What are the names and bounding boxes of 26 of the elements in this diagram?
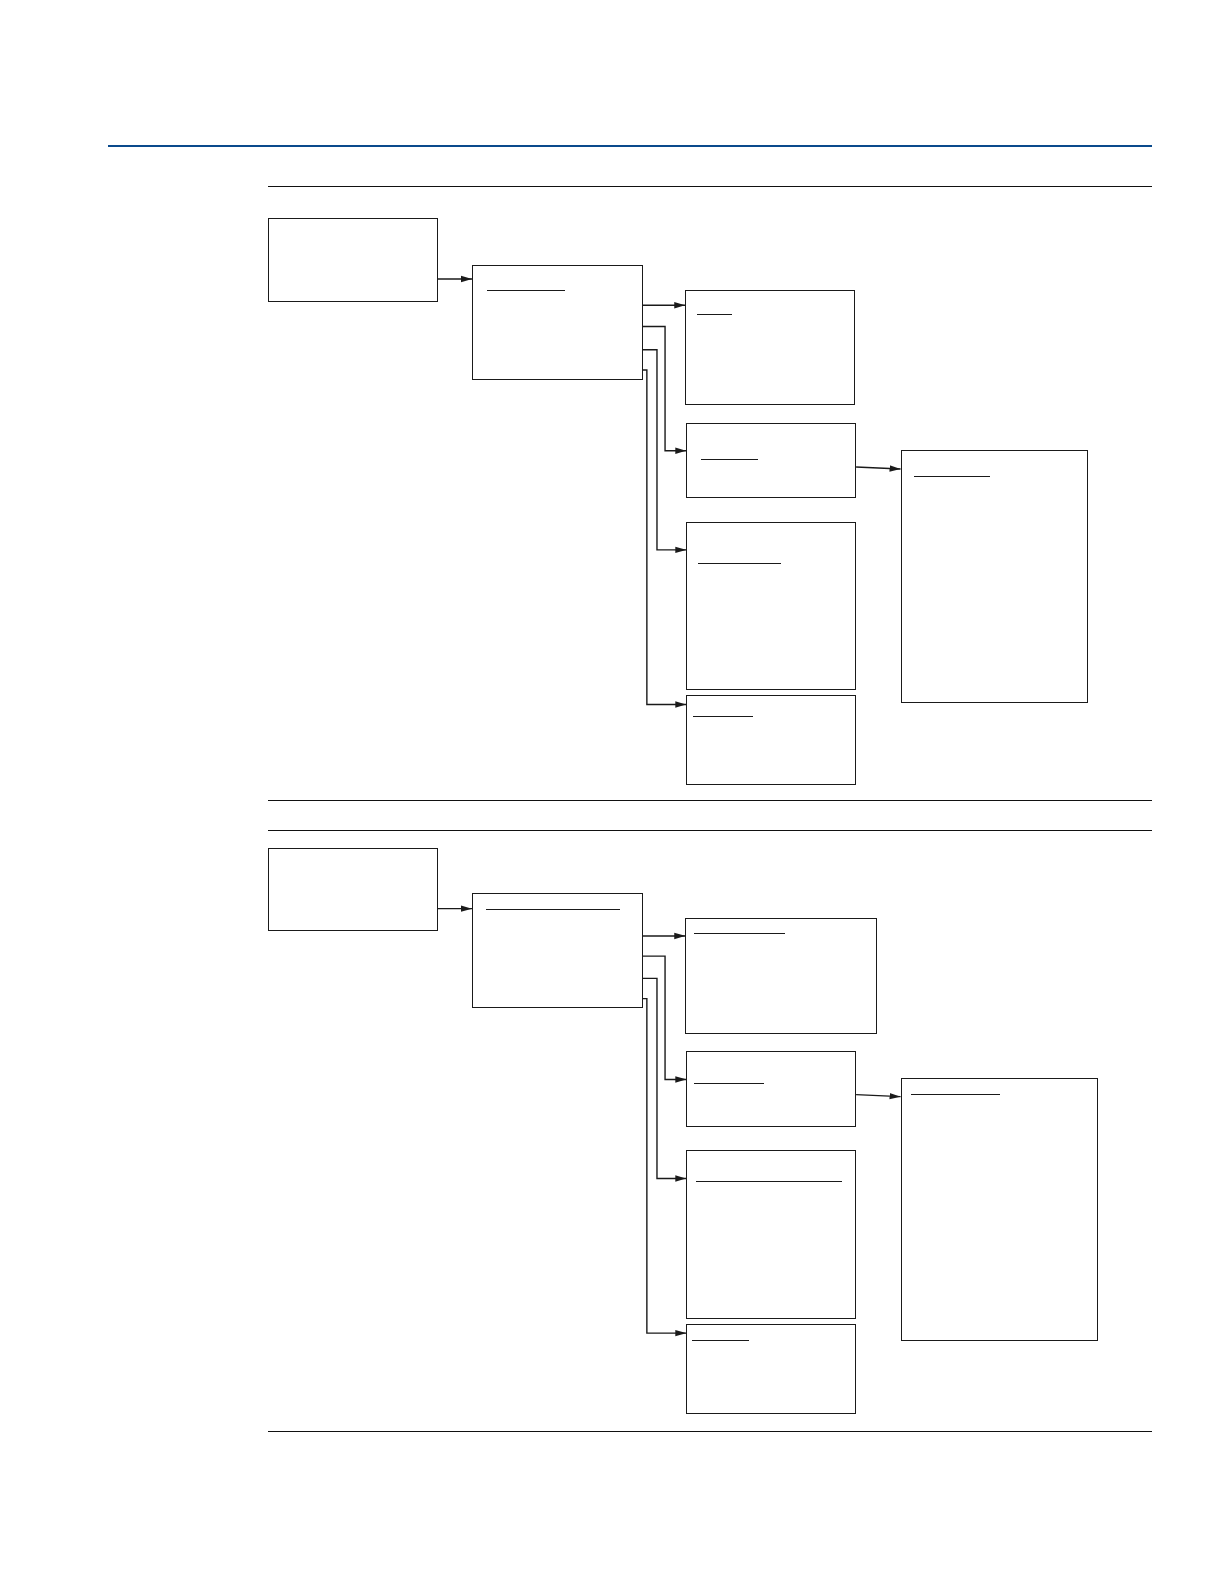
empty-box xyxy=(267,848,438,931)
empty-box xyxy=(686,1324,857,1414)
empty-box xyxy=(686,1051,857,1127)
empty-box xyxy=(267,218,438,303)
arrow xyxy=(642,997,687,1337)
arrow xyxy=(642,932,686,940)
arrow xyxy=(855,465,902,472)
arrow xyxy=(642,349,687,554)
arrow xyxy=(642,955,687,1083)
empty-box xyxy=(686,521,857,691)
arrow xyxy=(855,1093,902,1100)
empty-box xyxy=(472,893,643,1008)
empty-box xyxy=(686,695,857,786)
arrow xyxy=(642,977,687,1182)
empty-box xyxy=(472,264,643,380)
empty-box xyxy=(686,423,857,499)
arrow xyxy=(642,369,687,708)
arrow xyxy=(436,905,473,912)
arrow xyxy=(642,302,686,309)
arrow xyxy=(436,275,473,283)
arrow xyxy=(642,325,687,454)
empty-box xyxy=(685,290,856,406)
empty-box xyxy=(685,917,878,1034)
empty-box xyxy=(900,449,1088,704)
empty-box xyxy=(900,1078,1098,1342)
empty-box xyxy=(686,1150,857,1319)
